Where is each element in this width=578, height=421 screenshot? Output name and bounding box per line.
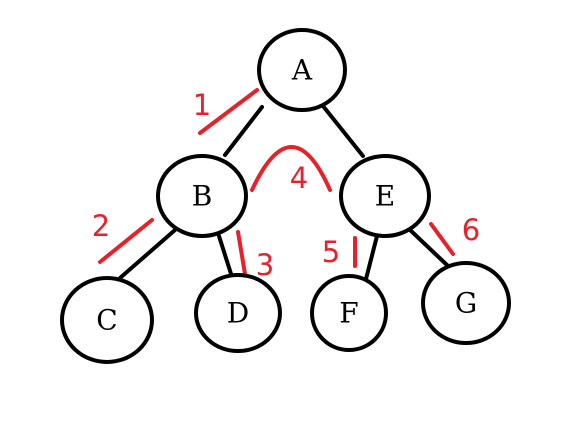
edge-b-c [118, 228, 177, 280]
node-circle [194, 273, 282, 353]
node-circle [339, 154, 431, 238]
node-g: G [421, 261, 511, 345]
step-number-2: 2 [92, 209, 110, 243]
node-d: D [194, 273, 282, 353]
node-label: F [339, 297, 358, 330]
step-number-3: 3 [256, 248, 274, 282]
node-a: A [257, 28, 347, 112]
node-label: B [192, 180, 213, 213]
step-number-6: 6 [462, 213, 480, 247]
traversal-mark-2 [98, 218, 154, 264]
step-number-5: 5 [322, 235, 340, 269]
node-label: G [455, 287, 477, 320]
edge-e-g [406, 226, 450, 268]
edges-layer [118, 104, 450, 281]
node-e: E [339, 154, 431, 238]
node-label: C [96, 304, 117, 337]
node-label: E [375, 180, 395, 213]
edge-a-e [321, 104, 365, 158]
node-b: B [156, 154, 248, 238]
node-circle [60, 276, 154, 364]
node-f: F [310, 274, 388, 352]
edge-a-b [223, 105, 264, 157]
node-circle [156, 154, 248, 238]
node-label: D [227, 297, 249, 330]
step-number-4: 4 [290, 161, 308, 195]
traversal-mark-6 [429, 222, 455, 256]
step-labels-layer: 1 2 3 4 5 6 [92, 88, 480, 282]
step-number-1: 1 [193, 88, 211, 122]
edge-b-d [217, 234, 234, 279]
node-circle [310, 274, 388, 352]
node-circle [257, 28, 347, 112]
edge-e-f [364, 234, 379, 281]
nodes-layer: A B E C D F G [60, 28, 511, 364]
traversal-mark-4 [250, 145, 332, 192]
node-c: C [60, 276, 154, 364]
traversal-mark-1 [198, 88, 259, 135]
node-circle [421, 261, 511, 345]
node-label: A [291, 54, 313, 87]
